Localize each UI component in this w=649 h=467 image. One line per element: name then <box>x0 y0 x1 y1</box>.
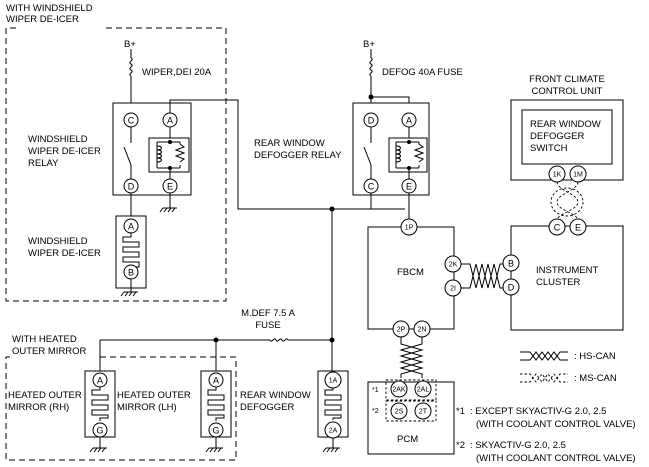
hs-can-symbol <box>520 351 568 361</box>
svg-text:2P: 2P <box>397 327 406 334</box>
fbcm-box <box>367 226 455 330</box>
svg-text:B: B <box>508 259 514 269</box>
svg-text:G: G <box>96 426 103 436</box>
note-1-mark: *1 <box>456 406 465 417</box>
wiper-fuse-label: WIPER,DEI 20A <box>142 67 212 78</box>
pcm-pin-2al <box>414 380 432 398</box>
ms-can-symbol <box>520 373 568 383</box>
cluster-pin-c <box>548 218 566 236</box>
mdef-fuse-symbol <box>269 338 289 342</box>
svg-text:1M: 1M <box>573 172 583 179</box>
svg-text:1P: 1P <box>405 225 414 232</box>
hs-can-pair-fbcm-pcm <box>399 337 424 378</box>
pcm-pin-2t <box>414 402 432 420</box>
svg-text:A: A <box>213 376 219 386</box>
svg-text:2AL: 2AL <box>417 387 430 394</box>
ms-can-pair <box>550 181 584 221</box>
pcm-mark-1: *1 <box>372 387 379 394</box>
svg-text:A: A <box>167 116 173 126</box>
rw-switch-box <box>521 109 613 165</box>
svg-text:G: G <box>212 426 219 436</box>
cluster-pin-b <box>502 254 520 272</box>
fbcm: FBCM 1P 2K 2I 2P 2N <box>367 218 462 338</box>
svg-text:2I: 2I <box>450 286 456 293</box>
note-2-sub: (WITH COOLANT CONTROL VALVE) <box>476 453 636 464</box>
pcm-pin-2ak <box>390 380 408 398</box>
svg-text:E: E <box>575 223 581 233</box>
svg-text:2AK: 2AK <box>392 387 406 394</box>
svg-text:2T: 2T <box>419 409 428 416</box>
pcm: PCM *1 *2 2AK 2AL 2S 2T <box>367 379 455 455</box>
fbcm-pin-1p <box>400 218 418 236</box>
svg-text:D: D <box>508 283 515 293</box>
cluster-pin-d <box>502 278 520 296</box>
cluster-pin-e <box>569 218 587 236</box>
svg-text:A: A <box>128 222 134 232</box>
defog-fuse-symbol <box>369 57 373 77</box>
svg-text:2K: 2K <box>449 262 458 269</box>
svg-text:E: E <box>406 182 412 192</box>
pcm-box <box>367 381 455 455</box>
pcm-mark-2: *2 <box>372 408 379 415</box>
cluster-box <box>510 225 624 331</box>
svg-text:C: C <box>128 116 135 126</box>
svg-text:A: A <box>97 376 103 386</box>
note-2-mark: *2 <box>456 440 465 451</box>
pcm-label: PCM <box>397 434 418 445</box>
b-plus-2: B+ <box>363 39 375 50</box>
legend-ms-can: : MS-CAN <box>574 373 617 384</box>
svg-text:E: E <box>167 182 173 192</box>
fbcm-label: FBCM <box>397 267 424 278</box>
wiper-fuse-symbol <box>129 57 133 77</box>
svg-text:2A: 2A <box>329 428 338 435</box>
legend: : HS-CAN : MS-CAN <box>520 351 617 384</box>
svg-text:1A: 1A <box>329 378 338 385</box>
svg-text:D: D <box>368 116 375 126</box>
note-1-text: : EXCEPT SKYACTIV-G 2.0, 2.5 <box>470 406 606 417</box>
footnotes: *1 : EXCEPT SKYACTIV-G 2.0, 2.5 (WITH CO… <box>456 406 636 464</box>
svg-text:D: D <box>128 182 135 192</box>
b-plus-1: B+ <box>124 39 136 50</box>
svg-text:C: C <box>554 223 561 233</box>
pcm-pin-2s <box>390 402 408 420</box>
svg-text:C: C <box>368 182 375 192</box>
svg-text:A: A <box>406 116 412 126</box>
defog-fuse-label: DEFOG 40A FUSE <box>382 67 463 78</box>
svg-text:2N: 2N <box>418 327 427 334</box>
note-1-sub: (WITH COOLANT CONTROL VALVE) <box>476 419 636 430</box>
svg-text:2S: 2S <box>395 409 404 416</box>
svg-text:1K: 1K <box>553 172 562 179</box>
legend-hs-can: : HS-CAN <box>574 351 616 362</box>
svg-text:B: B <box>128 268 134 278</box>
hs-can-pair-fbcm-cluster <box>461 263 503 289</box>
note-2-text: : SKYACTIV-G 2.0, 2.5 <box>470 440 566 451</box>
